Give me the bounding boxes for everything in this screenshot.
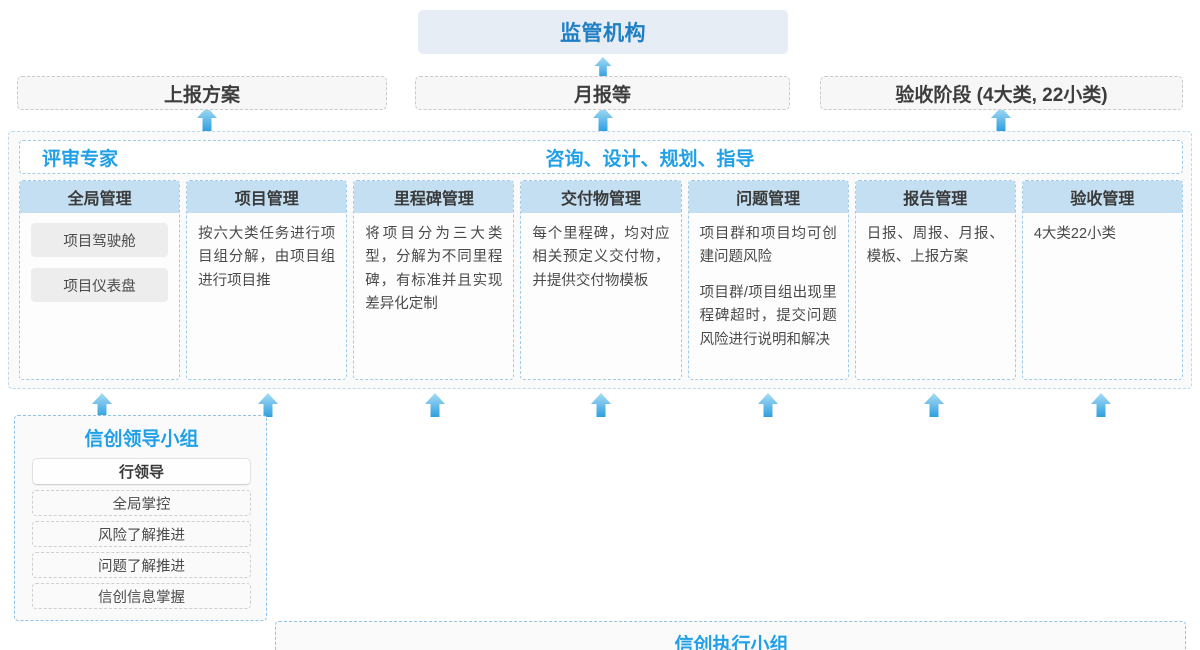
- regulator-banner: 监管机构: [418, 10, 788, 54]
- role-item[interactable]: 风险了解推进: [32, 521, 251, 547]
- column-card-deliverable[interactable]: 交付物管理 每个里程碑，均对应相关预定义交付物，并提供交付物模板: [520, 180, 682, 380]
- report-box-plan[interactable]: 上报方案: [17, 76, 387, 110]
- leader-group-title: 信创领导小组: [84, 429, 199, 450]
- arrow-up-col-2: [257, 392, 279, 418]
- column-title: 问题管理: [688, 181, 848, 213]
- exec-group-title: 信创执行小组: [674, 635, 789, 650]
- role-item[interactable]: 信创信息掌握: [32, 583, 251, 609]
- column-card-project[interactable]: 项目管理 按六大类任务进行项目组分解，由项目组进行项目推: [186, 180, 348, 380]
- column-body: 将项目分为三大类型，分解为不同里程碑，有标准并且实现差异化定制: [354, 213, 514, 379]
- arrow-up-col-5: [757, 392, 779, 418]
- column-title: 里程碑管理: [354, 181, 514, 213]
- arrow-up-col-7: [1090, 392, 1112, 418]
- leader-role-column: 行领导 全局掌控 风险了解推进 问题了解推进 信创信息掌握: [32, 458, 251, 609]
- middle-section: 评审专家 咨询、设计、规划、指导 全局管理 项目驾驶舱 项目仪表盘 项目管理 按…: [8, 131, 1192, 389]
- column-card-acceptance[interactable]: 验收管理 4大类22小类: [1021, 180, 1183, 380]
- column-card-milestone[interactable]: 里程碑管理 将项目分为三大类型，分解为不同里程碑，有标准并且实现差异化定制: [353, 180, 515, 380]
- column-title: 报告管理: [855, 181, 1015, 213]
- chip-item[interactable]: 项目驾驶舱: [31, 223, 169, 257]
- report-box-monthly[interactable]: 月报等: [415, 76, 790, 110]
- column-body: 每个里程碑，均对应相关预定义交付物，并提供交付物模板: [521, 213, 681, 379]
- column-body: 项目驾驶舱 项目仪表盘: [20, 213, 180, 379]
- column-paragraph: 4大类22小类: [1033, 226, 1117, 242]
- report-box-acceptance[interactable]: 验收阶段 (4大类, 22小类): [820, 76, 1183, 110]
- column-title: 验收管理: [1022, 181, 1182, 213]
- column-body: 按六大类任务进行项目组分解，由项目组进行项目推: [187, 213, 347, 379]
- report-box-plan-label: 上报方案: [163, 84, 240, 106]
- report-box-acceptance-label: 验收阶段 (4大类, 22小类): [895, 84, 1108, 106]
- column-title: 全局管理: [20, 181, 180, 213]
- column-title: 项目管理: [187, 181, 347, 213]
- column-paragraph: 日报、周报、月报、模板、上报方案: [866, 226, 1004, 266]
- arrow-up-col-6: [923, 392, 945, 418]
- exec-group-box: 信创执行小组 信创项目群经理 全局过程控制 监管侧上报验收工作推进 工程整体进度…: [275, 621, 1186, 650]
- column-paragraph: 按六大类任务进行项目组分解，由项目组进行项目推: [198, 226, 336, 289]
- column-card-global[interactable]: 全局管理 项目驾驶舱 项目仪表盘: [19, 180, 181, 380]
- column-body: 日报、周报、月报、模板、上报方案: [855, 213, 1015, 379]
- middle-header-strip: 评审专家 咨询、设计、规划、指导: [19, 140, 1183, 174]
- review-expert-label: 评审专家: [42, 148, 119, 170]
- column-card-issue[interactable]: 问题管理 项目群和项目均可创建问题风险 项目群/项目组出现里程碑超时，提交问题风…: [687, 180, 849, 380]
- chip-item[interactable]: 项目仪表盘: [31, 268, 169, 302]
- column-title: 交付物管理: [521, 181, 681, 213]
- column-body: 项目群和项目均可创建问题风险 项目群/项目组出现里程碑超时，提交问题风险进行说明…: [688, 213, 848, 379]
- middle-columns: 全局管理 项目驾驶舱 项目仪表盘 项目管理 按六大类任务进行项目组分解，由项目组…: [19, 180, 1183, 380]
- column-paragraph: 项目群/项目组出现里程碑超时，提交问题风险进行说明和解决: [699, 284, 837, 348]
- arrow-up-banner-to-top: [592, 56, 614, 78]
- role-head-bank-leader[interactable]: 行领导: [32, 458, 251, 485]
- arrow-up-col-4: [590, 392, 612, 418]
- column-paragraph: 将项目分为三大类型，分解为不同里程碑，有标准并且实现差异化定制: [365, 226, 503, 313]
- arrow-up-col-1: [91, 392, 113, 418]
- role-item[interactable]: 问题了解推进: [32, 552, 251, 578]
- leader-group-box: 信创领导小组 行领导 全局掌控 风险了解推进 问题了解推进 信创信息掌握: [14, 415, 267, 621]
- column-paragraph: 项目群和项目均可创建问题风险: [699, 226, 837, 266]
- report-box-monthly-label: 月报等: [573, 84, 631, 106]
- arrow-up-to-regulator-right: [990, 106, 1012, 132]
- column-body: 4大类22小类: [1022, 213, 1182, 379]
- regulator-label: 监管机构: [560, 22, 646, 45]
- consulting-label: 咨询、设计、规划、指导: [545, 148, 755, 170]
- arrow-up-to-regulator-center: [592, 106, 614, 132]
- column-paragraph: 每个里程碑，均对应相关预定义交付物，并提供交付物模板: [532, 226, 670, 289]
- arrow-up-to-regulator-left: [196, 106, 218, 132]
- arrow-up-col-3: [424, 392, 446, 418]
- role-item[interactable]: 全局掌控: [32, 490, 251, 516]
- column-card-report[interactable]: 报告管理 日报、周报、月报、模板、上报方案: [854, 180, 1016, 380]
